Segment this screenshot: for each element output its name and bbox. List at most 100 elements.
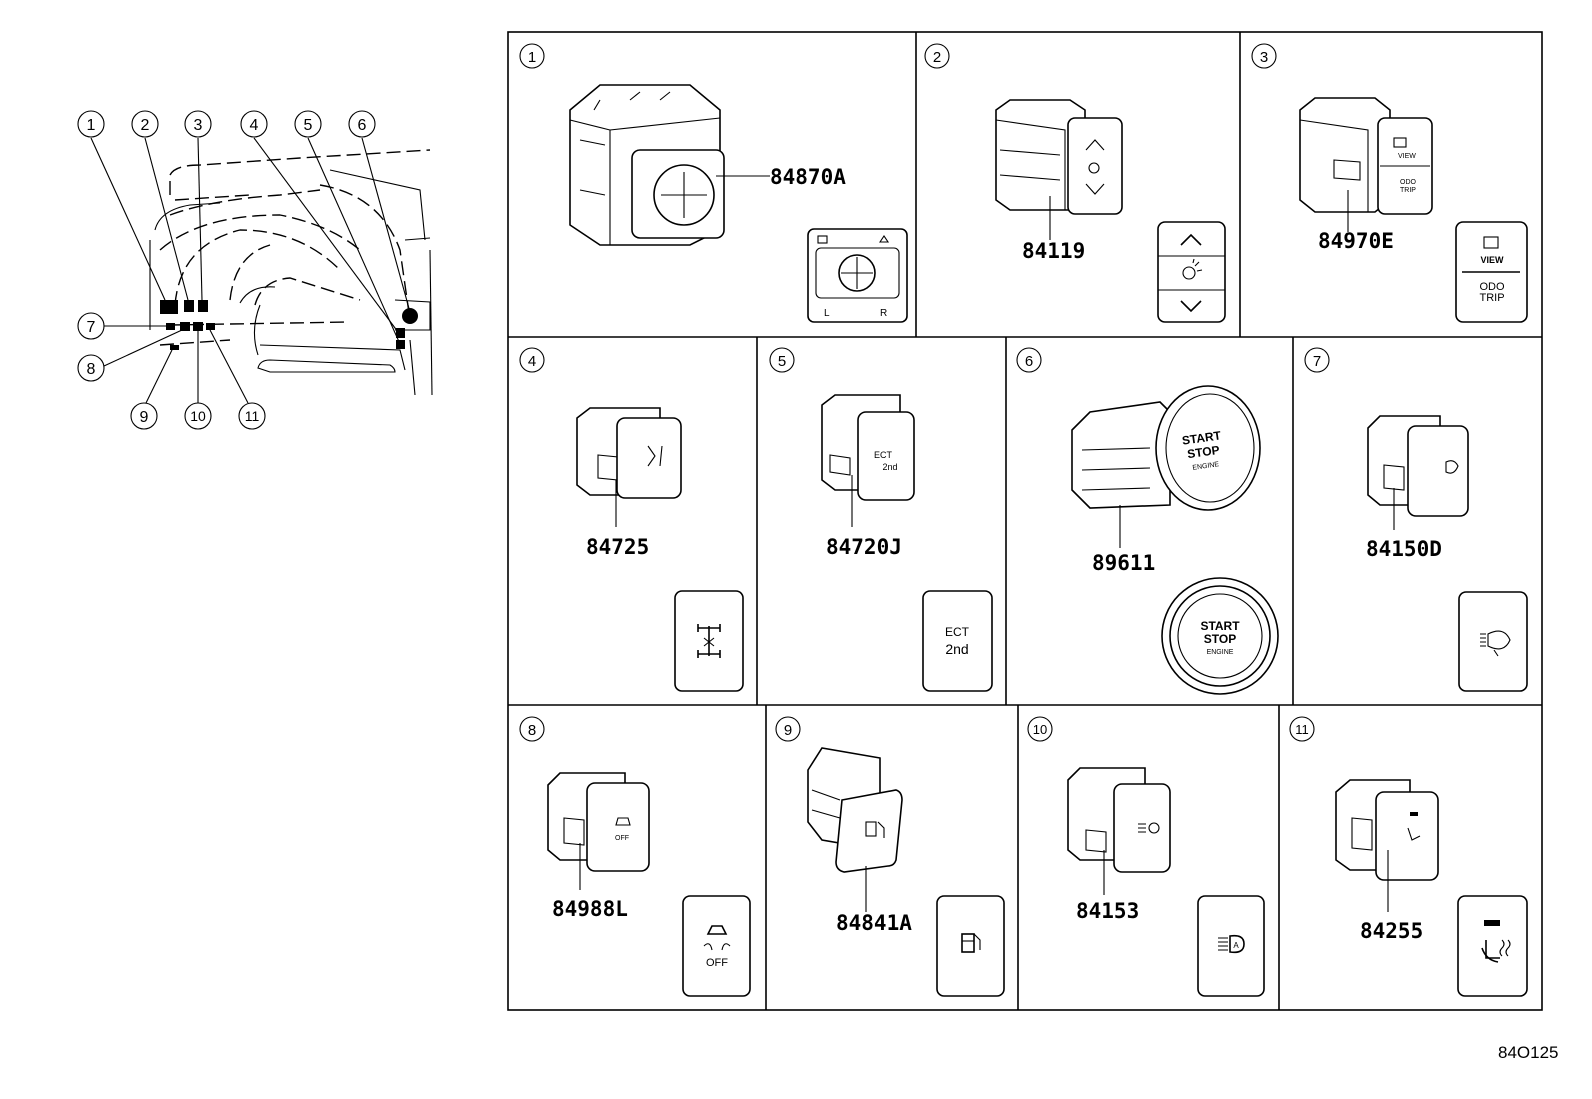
part-number-84150D: 84150D — [1366, 537, 1442, 561]
seat-heater-switch-assembly — [1335, 779, 1439, 881]
svg-text:4: 4 — [250, 117, 259, 134]
view-odo-trip-tile: VIEW ODO TRIP — [1455, 221, 1528, 323]
svg-text:L: L — [824, 308, 830, 319]
svg-text:9: 9 — [784, 722, 792, 739]
overview-callout-6: 6 — [348, 110, 376, 138]
svg-text:STOP: STOP — [1204, 632, 1236, 646]
overview-callout-3: 3 — [184, 110, 212, 138]
svg-text:8: 8 — [528, 722, 536, 739]
cell-number-2: 2 — [924, 43, 950, 69]
svg-text:2: 2 — [141, 117, 150, 134]
ect-2nd-tile: ECT 2nd — [922, 590, 993, 692]
part-number-84119: 84119 — [1022, 239, 1085, 263]
vsc-off-tile: OFF — [682, 895, 751, 997]
4wd-tile — [674, 590, 744, 692]
cell-number-11: 11 — [1289, 716, 1315, 742]
svg-text:10: 10 — [190, 408, 206, 424]
overview-callout-7: 7 — [77, 312, 105, 340]
part-number-84841A: 84841A — [836, 911, 912, 935]
cell-number-10: 10 — [1027, 716, 1053, 742]
svg-text:11: 11 — [245, 408, 260, 424]
cell-number-3: 3 — [1251, 43, 1277, 69]
view-switch-assembly: VIEW ODO TRIP — [1299, 97, 1433, 215]
svg-text:7: 7 — [1313, 353, 1321, 370]
svg-text:6: 6 — [1025, 353, 1033, 370]
parts-grid — [507, 31, 1543, 1011]
svg-text:8: 8 — [87, 361, 96, 378]
dimmer-switch-assembly — [995, 99, 1123, 215]
svg-text:5: 5 — [304, 117, 313, 134]
svg-text:STOP: STOP — [1186, 443, 1220, 461]
headlamp-cleaner-switch-assembly — [1367, 415, 1469, 517]
part-number-84153: 84153 — [1076, 899, 1139, 923]
svg-text:VIEW: VIEW — [1480, 255, 1504, 265]
svg-text:11: 11 — [1295, 722, 1309, 737]
cell-7: 7 84150D — [1304, 347, 1528, 692]
cell-2: 2 84119 — [924, 43, 1226, 323]
cell-number-9: 9 — [775, 716, 801, 742]
cell-9: 9 84841A — [775, 716, 1005, 997]
svg-text:5: 5 — [778, 353, 786, 370]
vsc-off-switch-assembly: OFF — [547, 772, 650, 872]
part-number-84988L: 84988L — [552, 897, 628, 921]
svg-text:2nd: 2nd — [882, 462, 897, 472]
mirror-switch-assembly — [569, 84, 725, 246]
cell-number-8: 8 — [519, 716, 545, 742]
overview-callout-9: 9 — [130, 402, 158, 430]
4wd-switch-assembly — [576, 407, 682, 499]
svg-text:R: R — [880, 308, 887, 319]
svg-text:6: 6 — [358, 117, 367, 134]
overview-callout-2: 2 — [131, 110, 159, 138]
cell-number-7: 7 — [1304, 347, 1330, 373]
svg-text:START: START — [1200, 619, 1240, 633]
cell-8: 8 OFF 84988L OFF — [519, 716, 751, 997]
dimmer-switch-tile — [1157, 221, 1226, 323]
cell-3: 3 VIEW ODO TRIP 84970E VIEW ODO TRIP — [1251, 43, 1528, 323]
part-number-84970E: 84970E — [1318, 229, 1394, 253]
svg-text:VIEW: VIEW — [1398, 153, 1416, 160]
cell-11: 11 84255 — [1289, 716, 1528, 997]
svg-text:OFF: OFF — [706, 957, 728, 969]
start-stop-button-tile: START STOP ENGINE — [1161, 577, 1279, 695]
overview-callout-8: 8 — [77, 354, 105, 382]
cell-10: 10 84153 A — [1027, 716, 1265, 997]
svg-text:9: 9 — [140, 409, 149, 426]
svg-text:3: 3 — [194, 117, 203, 134]
cell-number-1: 1 — [519, 43, 545, 69]
svg-text:1: 1 — [528, 49, 536, 66]
svg-text:OFF: OFF — [615, 835, 629, 842]
part-number-84870A: 84870A — [770, 165, 846, 189]
part-number-89611: 89611 — [1092, 551, 1155, 575]
svg-text:ODO: ODO — [1400, 179, 1417, 186]
svg-text:1: 1 — [87, 117, 96, 134]
auto-high-beam-tile: A — [1197, 895, 1265, 997]
overview-callout-4: 4 — [240, 110, 268, 138]
svg-text:2nd: 2nd — [945, 641, 968, 657]
svg-text:ECT: ECT — [874, 450, 893, 460]
fuel-door-tile — [936, 895, 1005, 997]
svg-text:4: 4 — [528, 353, 536, 370]
overview-callout-10: 10 — [184, 402, 212, 430]
part-number-84720J: 84720J — [826, 535, 902, 559]
fuel-door-switch-assembly — [807, 747, 903, 873]
svg-text:2: 2 — [933, 49, 941, 66]
cell-6: 6 START STOP ENGINE 89611 START STOP ENG… — [1016, 347, 1279, 695]
svg-text:START: START — [1181, 428, 1222, 447]
svg-text:ODO: ODO — [1479, 281, 1505, 293]
mirror-switch-tile: L R — [807, 228, 908, 323]
headlamp-cleaner-tile — [1458, 591, 1528, 692]
ect-switch-assembly: ECT 2nd — [821, 394, 915, 501]
seat-heater-tile — [1457, 895, 1528, 997]
svg-text:10: 10 — [1033, 722, 1047, 737]
overview-callout-11: 11 — [238, 402, 266, 430]
cell-1: 1 84870A L R — [519, 43, 908, 323]
dashboard-overview: 1 2 3 4 5 6 7 8 9 10 11 — [77, 110, 433, 430]
cell-number-4: 4 — [519, 347, 545, 373]
svg-text:A: A — [1233, 941, 1239, 950]
auto-high-beam-switch-assembly — [1067, 767, 1171, 873]
cell-5: 5 ECT 2nd 84720J ECT 2nd — [769, 347, 993, 692]
figure-code: 84O125 — [1498, 1043, 1559, 1062]
svg-text:ENGINE: ENGINE — [1207, 649, 1234, 656]
part-number-84725: 84725 — [586, 535, 649, 559]
